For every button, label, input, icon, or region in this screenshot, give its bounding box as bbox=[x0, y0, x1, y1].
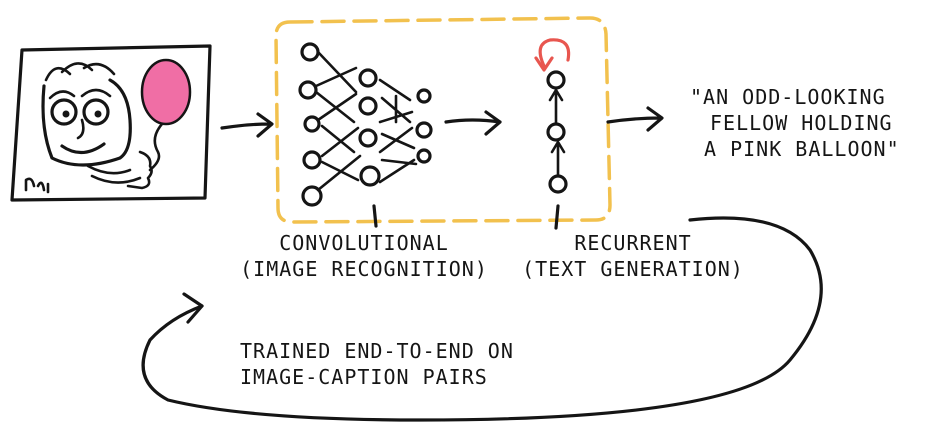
training-loop-curve bbox=[141, 216, 823, 422]
cnn-label: CONVOLUTIONAL (IMAGE RECOGNITION) bbox=[214, 230, 514, 282]
cnn-label-subtitle: (IMAGE RECOGNITION) bbox=[240, 257, 488, 281]
hair bbox=[44, 62, 116, 82]
training-note-line-2: IMAGE-CAPTION PAIRS bbox=[240, 365, 488, 389]
rnn-label-subtitle: (TEXT GENERATION) bbox=[522, 257, 744, 281]
training-note-line-1: TRAINED END-TO-END ON bbox=[240, 339, 514, 363]
cnn-node bbox=[358, 96, 378, 116]
rnn-node-middle bbox=[546, 122, 566, 142]
cnn-layer-1 bbox=[298, 42, 323, 207]
cnn-layer-3 bbox=[415, 88, 433, 164]
recurrent-loop-arrowhead bbox=[534, 56, 554, 72]
rnn-connection-lower bbox=[550, 140, 566, 176]
training-loop-arrowhead bbox=[182, 292, 204, 324]
rnn-node-top bbox=[546, 70, 566, 90]
cnn-label-pointer bbox=[372, 204, 378, 228]
left-pupil bbox=[62, 110, 70, 118]
balloon-string bbox=[148, 122, 164, 172]
caption-line-2: FELLOW HOLDING bbox=[710, 111, 893, 135]
caption-text: "AN ODD-LOOKING FELLOW HOLDING A PINK BA… bbox=[690, 84, 900, 162]
right-pupil bbox=[94, 110, 102, 118]
cnn-node bbox=[415, 121, 433, 139]
rnn-connection-upper bbox=[548, 88, 564, 124]
mouth bbox=[60, 142, 106, 155]
left-eye bbox=[50, 98, 78, 126]
rnn-label-pointer bbox=[554, 204, 560, 230]
cnn-node bbox=[358, 68, 378, 88]
caption-line-3: A PINK BALLOON" bbox=[704, 137, 900, 161]
nose bbox=[76, 118, 85, 140]
training-note: TRAINED END-TO-END ON IMAGE-CAPTION PAIR… bbox=[240, 338, 514, 390]
cnn-node bbox=[301, 185, 323, 207]
eyebrows bbox=[48, 88, 112, 100]
cnn-network bbox=[298, 42, 433, 228]
model-dashed-box bbox=[274, 16, 612, 224]
hand bbox=[126, 150, 153, 190]
input-image bbox=[10, 44, 212, 202]
rnn-label-title: RECURRENT bbox=[574, 231, 692, 255]
caption-line-1: "AN ODD-LOOKING bbox=[690, 85, 886, 109]
arrow-rnn-to-caption bbox=[606, 106, 664, 132]
cnn-node bbox=[298, 80, 318, 100]
rnn-label: RECURRENT (TEXT GENERATION) bbox=[508, 230, 758, 282]
arrow-cnn-to-rnn bbox=[444, 110, 502, 136]
image-frame bbox=[10, 44, 212, 202]
recurrent-loop bbox=[538, 38, 571, 68]
cnn-connections bbox=[314, 50, 418, 192]
face-outline bbox=[41, 78, 132, 167]
balloon bbox=[140, 58, 192, 126]
arrow-image-to-cnn bbox=[220, 112, 274, 138]
signature-scribble bbox=[24, 177, 50, 194]
cnn-layer-2 bbox=[358, 68, 381, 187]
arm bbox=[86, 164, 142, 184]
cnn-node bbox=[302, 150, 322, 170]
right-eye bbox=[82, 98, 110, 126]
cnn-node bbox=[358, 128, 378, 148]
cnn-node bbox=[303, 115, 321, 133]
rnn-network bbox=[534, 38, 571, 230]
cnn-node bbox=[416, 148, 432, 164]
cnn-label-title: CONVOLUTIONAL bbox=[279, 231, 449, 255]
cnn-node bbox=[300, 42, 320, 62]
cnn-node bbox=[359, 165, 381, 187]
cnn-node bbox=[416, 88, 432, 104]
rnn-node-bottom bbox=[548, 174, 568, 194]
